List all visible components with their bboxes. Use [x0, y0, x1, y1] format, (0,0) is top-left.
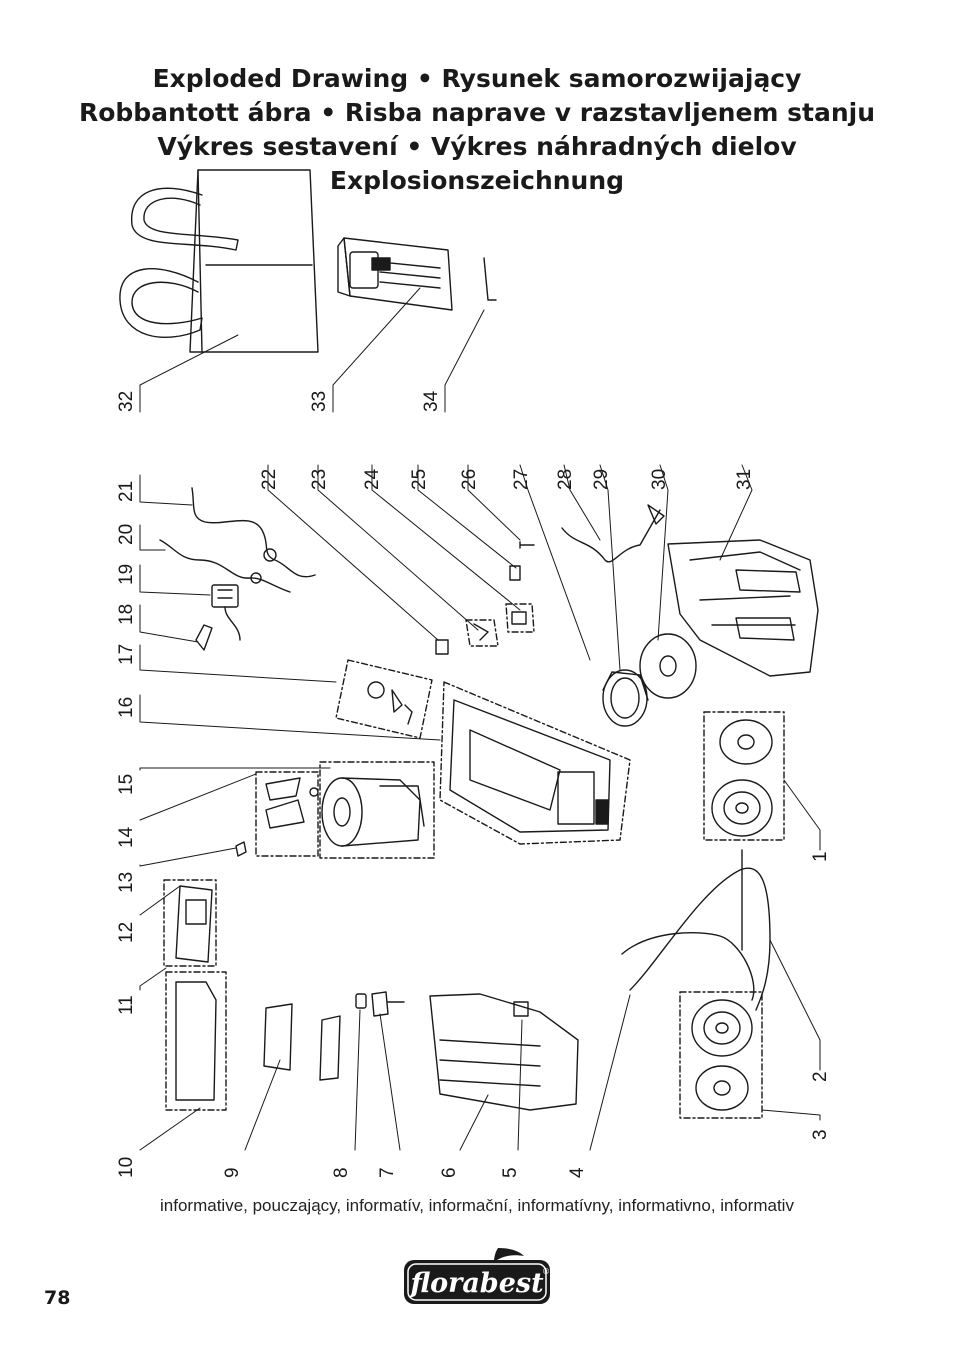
part-label: 23 [309, 469, 330, 490]
part-switch-cable [561, 509, 661, 563]
part-ring [602, 669, 649, 727]
part-label: 22 [259, 469, 280, 490]
part-label: 28 [555, 469, 576, 490]
part-label: 13 [116, 872, 137, 893]
part-deck [429, 993, 579, 1111]
brand-registered: ® [542, 1267, 550, 1276]
title-line-4: Explosionszeichnung [329, 166, 625, 195]
part-plug [195, 624, 213, 651]
part-label: 31 [734, 469, 755, 490]
part-knob-7 [371, 991, 405, 1017]
part-labels: 32 33 34 21 20 19 18 17 16 15 14 13 12 1… [116, 390, 831, 1178]
part-label: 16 [116, 697, 137, 718]
leader-lines [139, 287, 821, 1151]
part-cables [159, 487, 316, 593]
part-bolt [235, 841, 247, 857]
part-label: 10 [116, 1157, 137, 1178]
part-label: 21 [116, 481, 137, 502]
part-key [483, 257, 497, 301]
part-label: 33 [309, 391, 330, 412]
informative-caption: informative, pouczający, informatív, inf… [160, 1196, 794, 1215]
part-label: 3 [810, 1129, 831, 1140]
part-label: 30 [649, 469, 670, 490]
part-label: 9 [222, 1167, 243, 1178]
part-label: 7 [377, 1167, 398, 1178]
florabest-logo: florabest ® [404, 1248, 550, 1304]
part-label: 11 [116, 995, 137, 1015]
part-small-fasteners [435, 541, 535, 655]
part-label: 27 [511, 469, 532, 490]
part-label: 6 [439, 1167, 460, 1178]
part-shell-9 [263, 1003, 293, 1071]
part-label: 2 [810, 1071, 831, 1082]
part-knob-assembly [335, 659, 433, 739]
brand-name: florabest [408, 1268, 544, 1299]
part-side-cover [165, 971, 227, 1111]
part-label: 26 [459, 469, 480, 490]
part-label: 20 [116, 524, 137, 545]
part-motor-housing [439, 681, 631, 845]
part-label: 17 [116, 644, 137, 665]
part-label: 4 [567, 1167, 588, 1178]
part-label: 24 [362, 468, 383, 490]
part-cover [163, 879, 217, 967]
part-blade [255, 771, 319, 857]
part-label: 19 [116, 564, 137, 585]
part-label: 34 [421, 390, 442, 412]
part-wheel-rear [679, 991, 763, 1119]
title-line-1: Exploded Drawing • Rysunek samorozwijają… [152, 64, 802, 93]
part-motor [319, 761, 435, 859]
page-title: Exploded Drawing • Rysunek samorozwijają… [0, 62, 954, 198]
part-label: 18 [116, 604, 137, 625]
title-line-3: Výkres sestavení • Výkres náhradných die… [157, 132, 797, 161]
part-wheel-front [703, 711, 785, 841]
part-handle-bars [621, 849, 771, 1011]
part-label: 32 [116, 391, 137, 412]
part-disc [639, 633, 697, 699]
part-label: 25 [409, 469, 430, 490]
part-label: 5 [500, 1167, 521, 1178]
part-label: 1 [810, 851, 831, 862]
title-line-2: Robbantott ábra • Risba naprave v razsta… [78, 98, 876, 127]
part-shell [319, 1015, 341, 1081]
part-label: 29 [591, 469, 612, 490]
part-switch-box [337, 237, 453, 311]
part-label: 15 [116, 774, 137, 795]
part-label: 14 [116, 826, 137, 848]
part-grass-bag [119, 169, 319, 353]
page-number: 78 [44, 1287, 71, 1309]
part-lower-housing [667, 539, 819, 677]
part-label: 12 [116, 922, 137, 943]
part-label: 8 [331, 1167, 352, 1178]
part-control-box [211, 584, 241, 641]
part-knob-8 [355, 993, 367, 1009]
